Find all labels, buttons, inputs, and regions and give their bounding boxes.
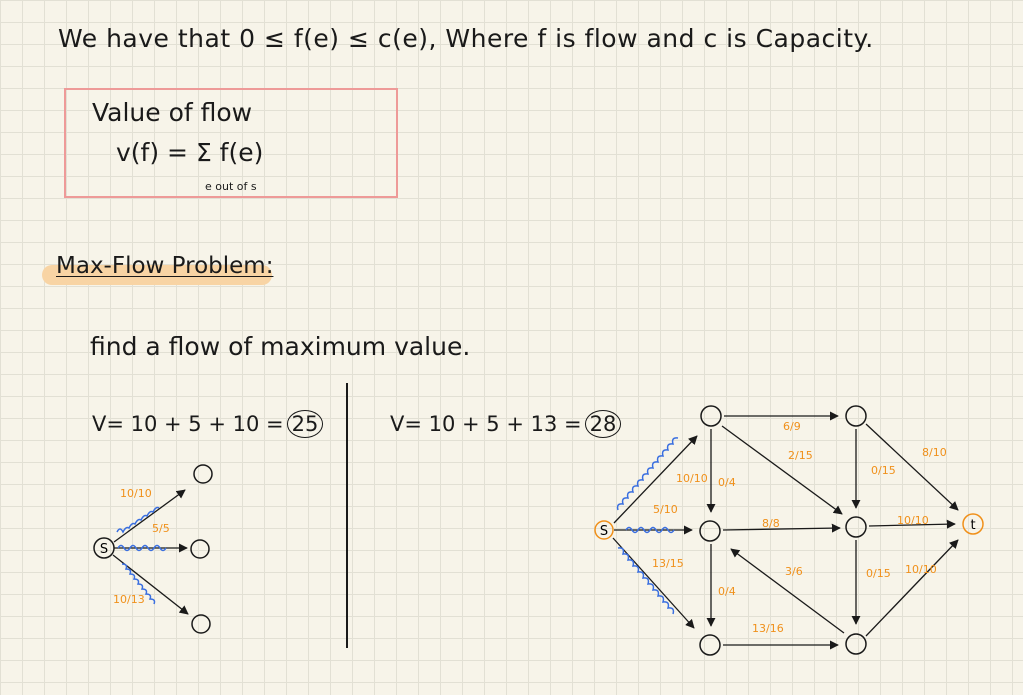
right-label-a-e: 2/15 — [788, 449, 813, 462]
problem-heading: Max-Flow Problem: — [56, 253, 274, 279]
right-node-b — [699, 520, 721, 542]
definition-subscript: e out of s — [205, 180, 257, 193]
left-node-top — [193, 464, 213, 484]
right-equation: V= 10 + 5 + 13 =28 — [390, 410, 622, 438]
right-label-c-f: 13/16 — [752, 622, 784, 635]
left-edge-top — [113, 489, 186, 543]
right-equation-text: V= 10 + 5 + 13 = — [390, 412, 582, 436]
right-label-s-c: 13/15 — [652, 557, 684, 570]
left-flow-wave-top — [116, 506, 160, 534]
left-flow-wave-bottom — [121, 563, 156, 605]
divider-line — [346, 383, 348, 648]
left-result: 25 — [286, 410, 324, 438]
problem-description: find a flow of maximum value. — [90, 332, 471, 361]
right-result: 28 — [584, 410, 622, 438]
left-equation-text: V= 10 + 5 + 10 = — [92, 412, 284, 436]
right-edge-b-e — [722, 523, 841, 533]
right-label-s-a: 10/10 — [676, 472, 708, 485]
right-node-c — [699, 634, 721, 656]
left-flow-wave-middle — [117, 544, 167, 552]
left-node-bottom — [191, 614, 211, 634]
definition-title: Value of flow — [92, 98, 253, 127]
right-node-e — [845, 516, 867, 538]
right-label-e-t: 10/10 — [897, 514, 929, 527]
left-edge-label-top: 10/10 — [120, 487, 152, 500]
right-label-a-b: 0/4 — [718, 476, 736, 489]
left-edge-label-bottom: 10/13 — [113, 593, 145, 606]
right-flow-wave-middle — [625, 526, 675, 534]
right-label-b-e: 8/8 — [762, 517, 780, 530]
left-node-middle — [190, 539, 210, 559]
right-edge-a-e — [721, 425, 843, 515]
right-source-label: S — [600, 524, 608, 539]
right-edge-f-t — [865, 539, 959, 637]
right-label-f-b: 3/6 — [785, 565, 803, 578]
left-edge-label-middle: 5/5 — [152, 522, 170, 535]
right-edge-f-b — [730, 548, 845, 634]
left-source-label: S — [100, 542, 108, 557]
definition-formula: v(f) = Σ f(e) — [116, 138, 264, 167]
right-flow-wave-bottom — [617, 547, 675, 615]
heading-highlight — [42, 265, 272, 285]
right-edge-e-t — [868, 519, 956, 529]
right-label-d-e: 0/15 — [871, 464, 896, 477]
right-label-a-d: 6/9 — [783, 420, 801, 433]
right-edge-s-a — [613, 435, 698, 524]
right-example-graph: S t 6/9 8/10 2/15 0/15 10/10 0/4 5/10 — [594, 405, 984, 656]
left-equation: V= 10 + 5 + 10 =25 — [92, 410, 324, 438]
right-sink-label: t — [970, 518, 975, 533]
right-node-d — [845, 405, 867, 427]
right-source-node — [594, 520, 614, 540]
intro-statement: We have that 0 ≤ f(e) ≤ c(e), Where f is… — [58, 24, 874, 53]
right-label-b-c: 0/4 — [718, 585, 736, 598]
left-example-graph: S 10/10 5/5 10/13 — [93, 464, 213, 634]
right-edge-s-c — [612, 537, 695, 629]
right-label-e-f: 0/15 — [866, 567, 891, 580]
right-node-f — [845, 633, 867, 655]
definition-box — [64, 88, 398, 198]
right-sink-node — [962, 513, 984, 535]
right-label-d-t: 8/10 — [922, 446, 947, 459]
right-node-a — [700, 405, 722, 427]
right-edge-d-t — [865, 423, 959, 511]
right-flow-wave-top — [616, 437, 679, 511]
right-label-f-t: 10/10 — [905, 563, 937, 576]
right-label-s-b: 5/10 — [653, 503, 678, 516]
